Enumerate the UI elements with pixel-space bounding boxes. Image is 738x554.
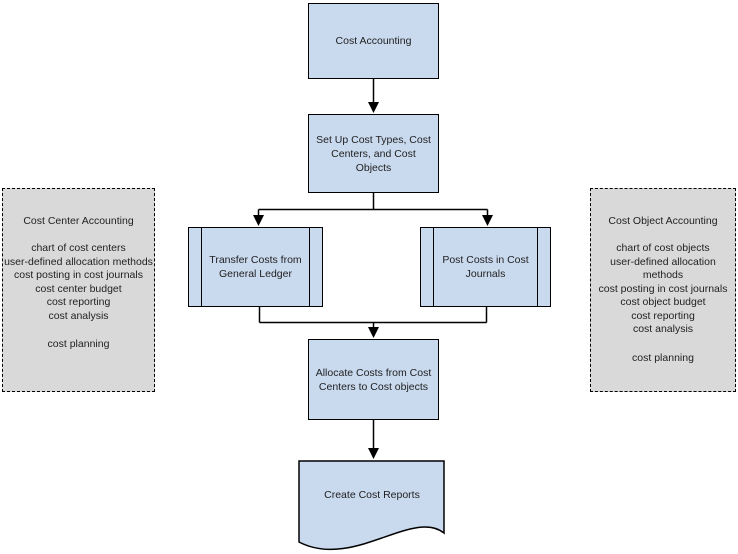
panel-title: Cost Object Accounting [608,215,718,227]
panel-item: cost reporting [631,309,695,322]
panel-item: user-defined allocation methods [4,255,153,268]
panel-item: cost planning [47,338,110,350]
predefined-process-bar [537,228,538,306]
node-label: Set Up Cost Types, Cost Centers, and Cos… [316,133,431,174]
predefined-process-bar [201,228,202,306]
node-label: Cost Accounting [335,35,412,47]
node-label: Transfer Costs from General Ledger [209,254,302,280]
predefined-process-bar [309,228,310,306]
arrowhead-down-icon [368,448,379,459]
node-transfer-costs: Transfer Costs from General Ledger [188,227,323,307]
node-label: Create Cost Reports [324,489,420,501]
panel-cost-center-accounting: Cost Center Accounting chart of cost cen… [2,188,155,392]
arrowhead-down-icon [368,327,379,338]
panel-item: cost analysis [48,309,109,322]
node-label: Allocate Costs from Cost Centers to Cost… [315,366,432,393]
panel-item: cost reporting [46,296,111,308]
panel-item: cost posting in cost journals [14,269,143,281]
document-outline [298,460,445,551]
node-create-cost-reports: Create Cost Reports [298,488,446,502]
panel-item: user-defined allocation methods [610,255,716,282]
panel-cost-object-accounting: Cost Object Accounting chart of cost obj… [590,188,736,392]
panel-item: cost planning [632,351,694,364]
arrowhead-down-icon [482,215,493,226]
node-post-costs: Post Costs in Cost Journals [420,227,551,307]
panel-item: cost object budget [620,296,706,308]
panel-item: chart of cost objects [616,242,710,254]
node-cost-accounting: Cost Accounting [308,3,439,79]
node-allocate-costs: Allocate Costs from Cost Centers to Cost… [308,339,439,420]
arrowhead-down-icon [368,102,379,113]
panel-item: cost posting in cost journals [598,282,728,295]
predefined-process-bar [433,228,434,306]
document-shape [298,460,445,551]
node-label: Post Costs in Cost Journals [442,254,529,280]
panel-item: chart of cost centers [31,242,126,254]
panel-title: Cost Center Accounting [23,215,134,227]
arrowhead-down-icon [253,215,264,226]
node-setup-cost-types: Set Up Cost Types, Cost Centers, and Cos… [308,114,439,193]
panel-item: cost center budget [35,282,122,295]
panel-item: cost analysis [632,323,694,335]
